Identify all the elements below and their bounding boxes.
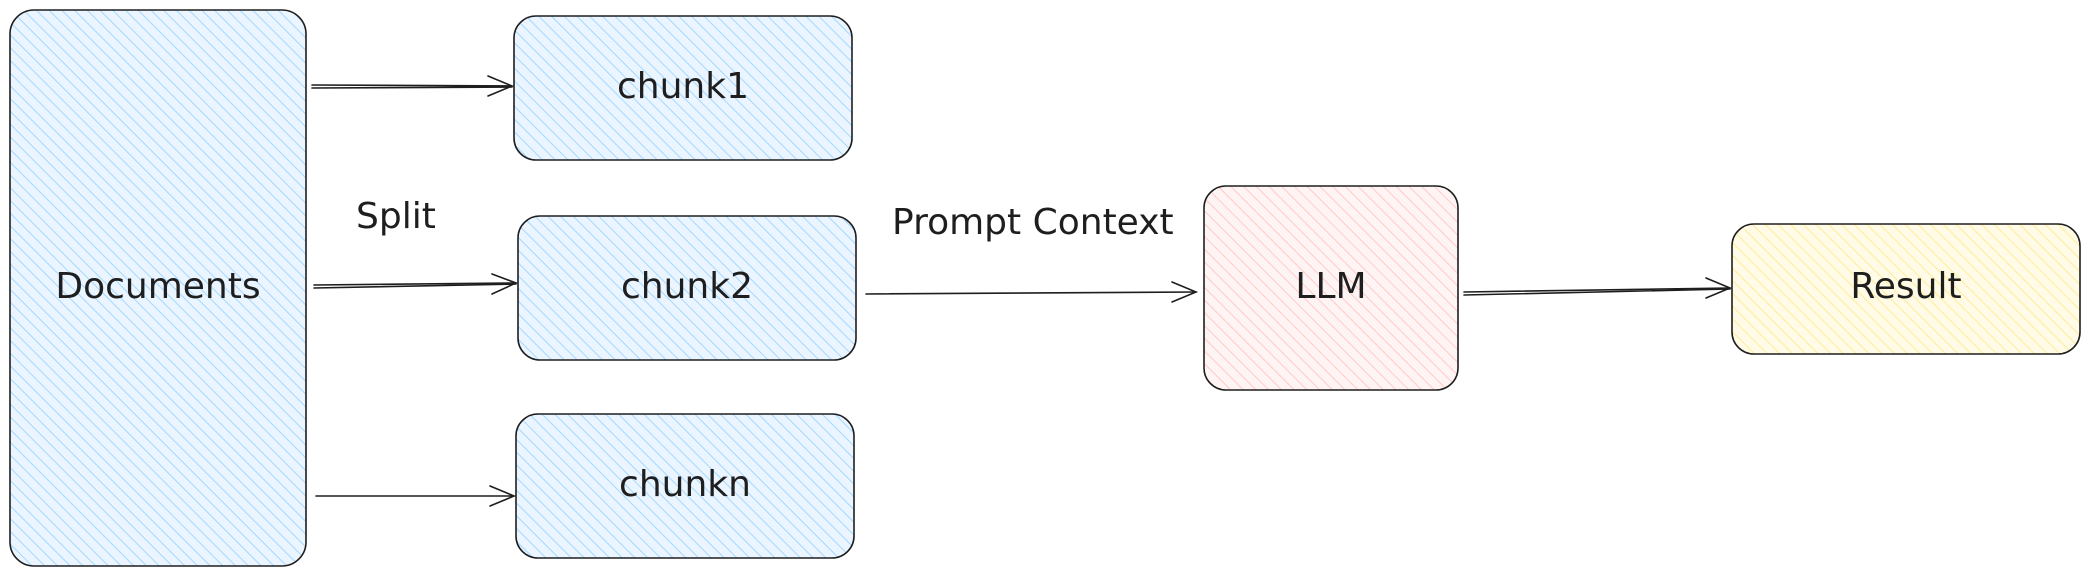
documents-label: Documents bbox=[55, 266, 260, 307]
split-edge-label: Split bbox=[356, 196, 436, 237]
prompt-context-edge-label: Prompt Context bbox=[892, 202, 1174, 243]
chunk1-label: chunk1 bbox=[617, 66, 749, 107]
arrow-llm-to-result bbox=[1463, 277, 1733, 299]
chunkn-label: chunkn bbox=[619, 464, 751, 505]
llm-label: LLM bbox=[1295, 266, 1366, 307]
arrow-documents-to-chunkn bbox=[315, 485, 517, 507]
chunk2-node[interactable]: chunk2 bbox=[517, 215, 857, 361]
chunk2-label: chunk2 bbox=[621, 266, 753, 307]
chunkn-node[interactable]: chunkn bbox=[515, 413, 855, 559]
arrow-documents-to-chunk1 bbox=[311, 75, 515, 97]
result-node[interactable]: Result bbox=[1731, 223, 2081, 355]
chunk1-node[interactable]: chunk1 bbox=[513, 15, 853, 161]
arrow-documents-to-chunk2 bbox=[313, 273, 519, 295]
llm-node[interactable]: LLM bbox=[1203, 185, 1459, 391]
documents-node[interactable]: Documents bbox=[9, 9, 307, 567]
arrow-chunk2-to-llm bbox=[865, 281, 1199, 303]
result-label: Result bbox=[1850, 266, 1961, 307]
